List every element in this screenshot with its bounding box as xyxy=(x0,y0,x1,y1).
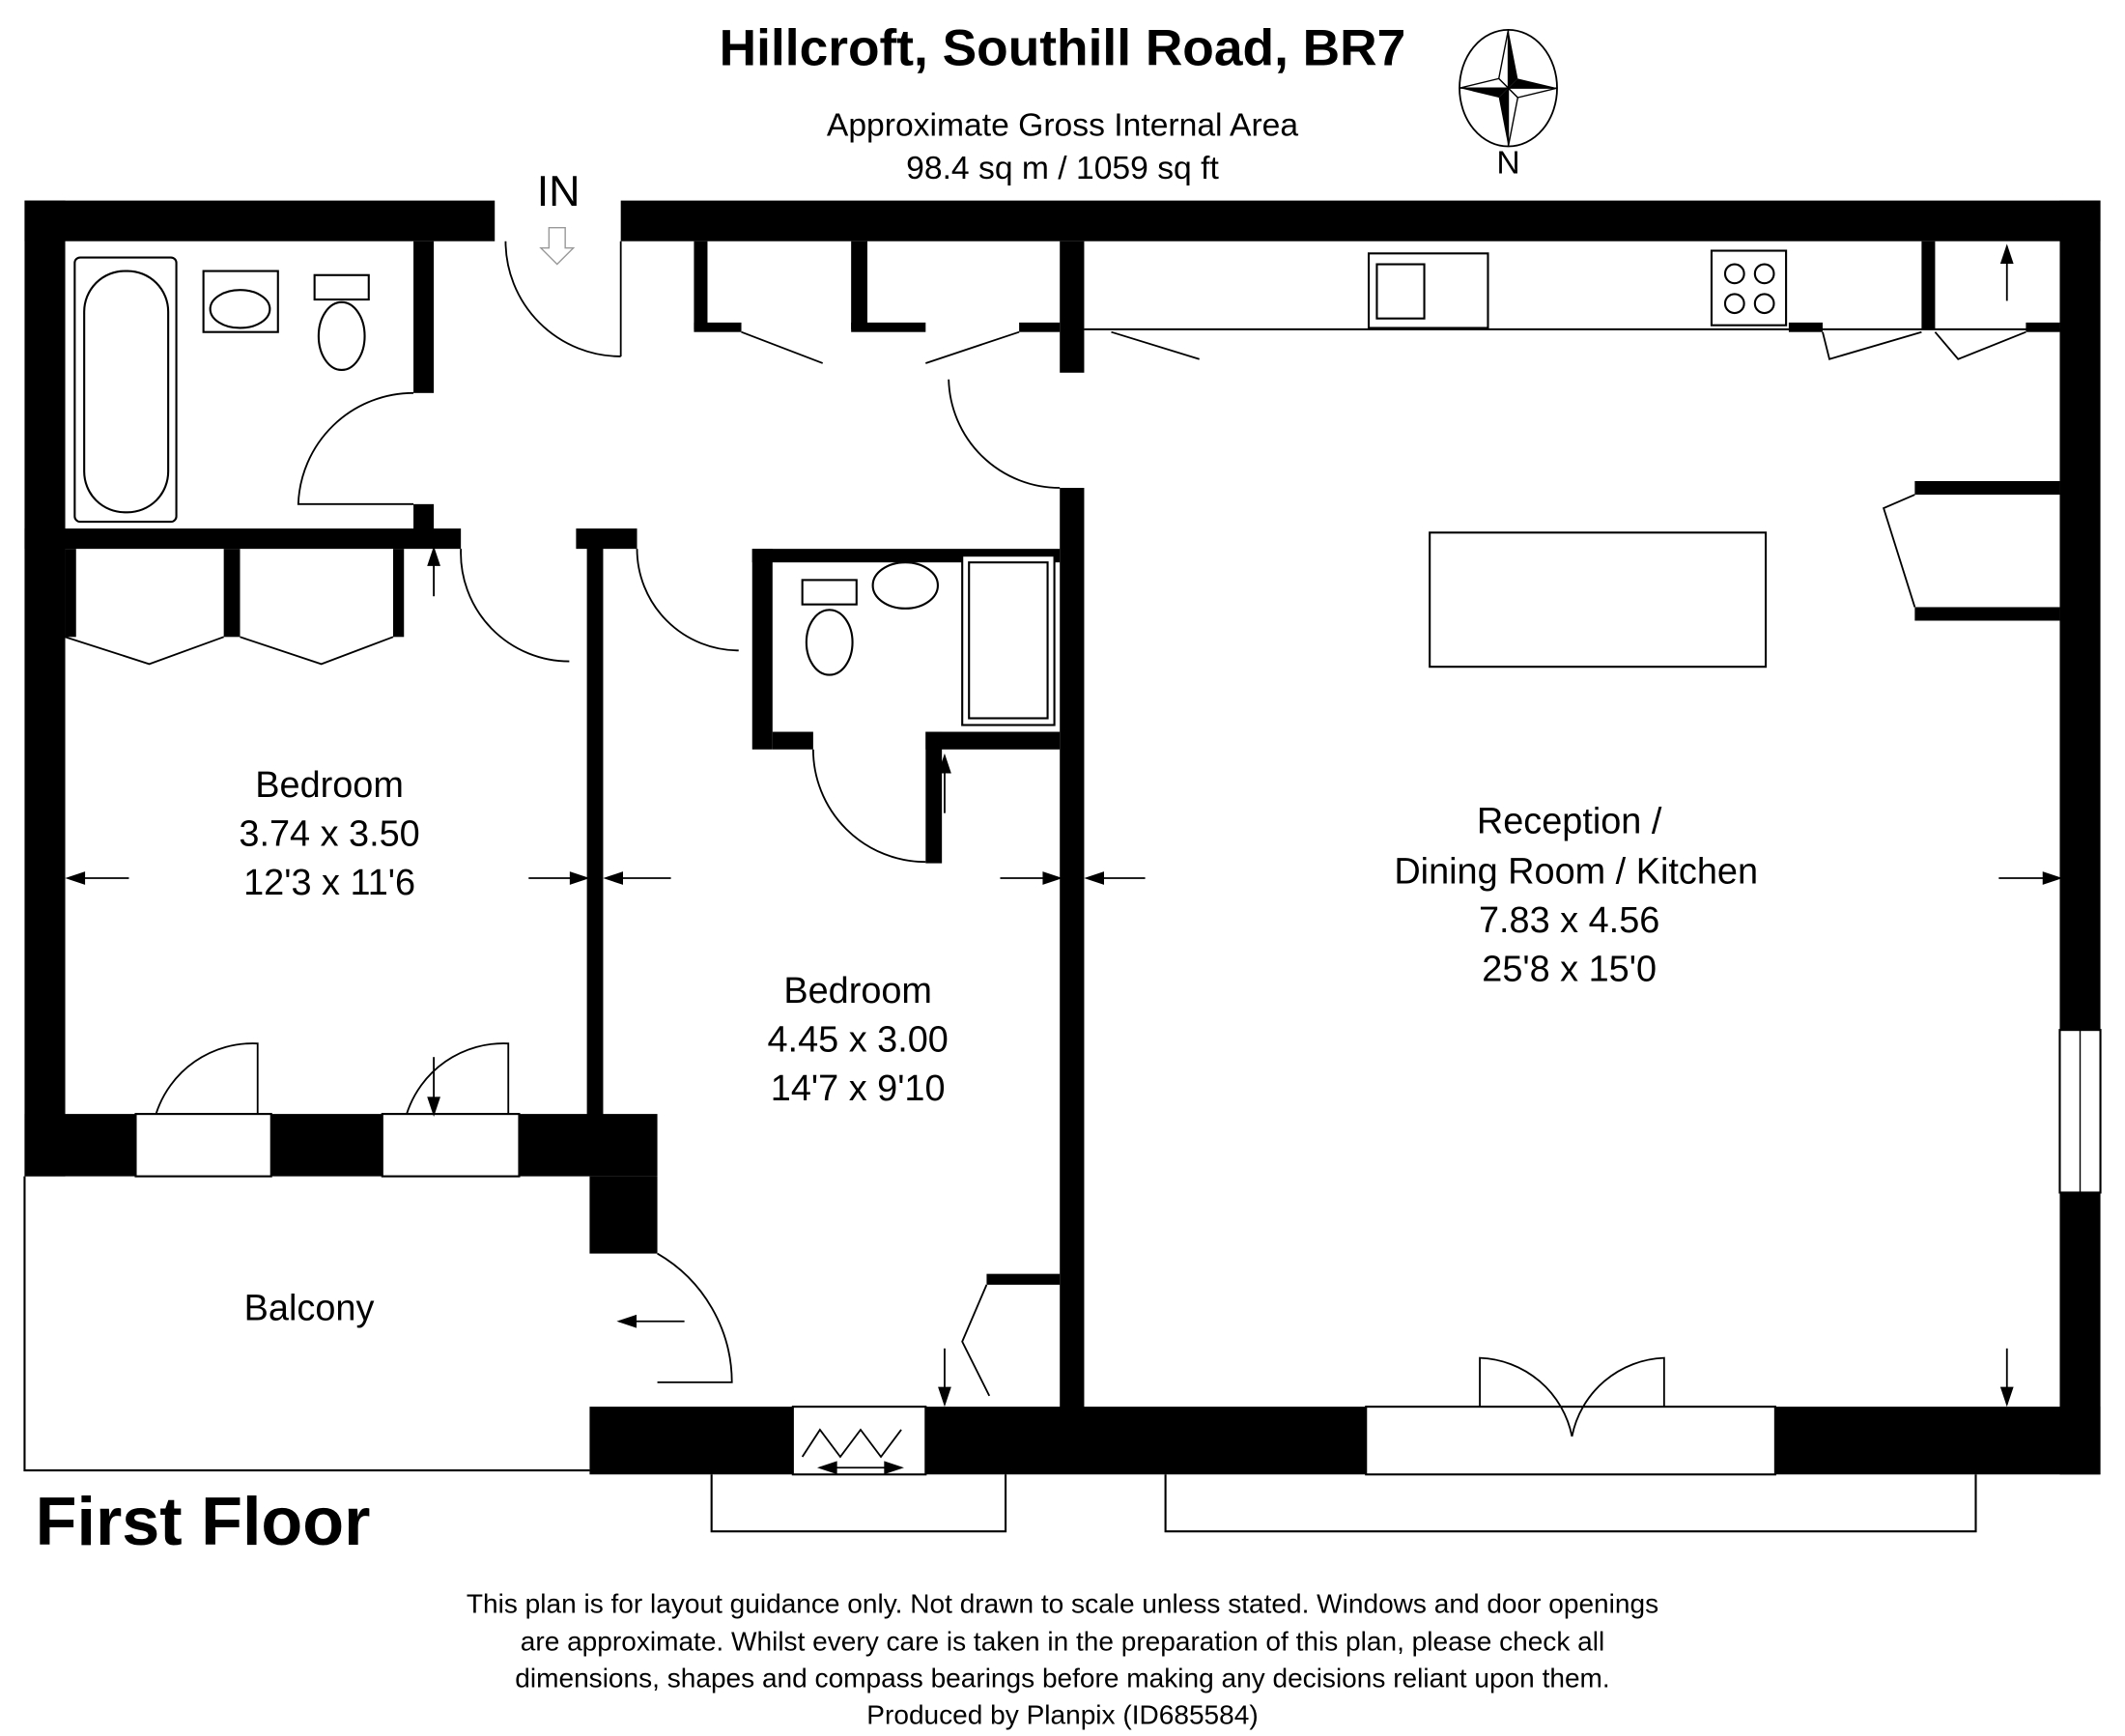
balcony-outline xyxy=(23,1176,590,1472)
kitchen-island xyxy=(1429,531,1768,669)
walls xyxy=(24,200,2101,1475)
room-imperial: 12'3 x 11'6 xyxy=(243,863,415,903)
compass-north-label: N xyxy=(1496,146,1519,182)
room-metric: 7.83 x 4.56 xyxy=(1479,900,1659,941)
dimension-arrows xyxy=(65,243,2063,1475)
room-name-line1: Reception / xyxy=(1477,802,1662,842)
room-imperial: 25'8 x 15'0 xyxy=(1482,950,1657,990)
entrance-label: IN xyxy=(537,166,581,215)
disclaimer-line-2: are approximate. Whilst every care is ta… xyxy=(521,1627,1604,1657)
room-name: Bedroom xyxy=(783,971,932,1011)
disclaimer-line-1: This plan is for layout guidance only. N… xyxy=(467,1588,1658,1618)
bathroom-fixtures xyxy=(73,256,1056,726)
producer-credit: Produced by Planpix (ID685584) xyxy=(866,1699,1258,1729)
room-bedroom-1: Bedroom 3.74 x 3.50 12'3 x 11'6 xyxy=(239,765,419,903)
room-imperial: 14'7 x 9'10 xyxy=(771,1068,946,1109)
entrance-arrow-icon xyxy=(539,226,576,266)
floor-label: First Floor xyxy=(36,1484,371,1559)
property-title: Hillcroft, Southill Road, BR7 xyxy=(720,19,1406,76)
kitchen-fixtures xyxy=(1084,249,2060,669)
room-bedroom-2: Bedroom 4.45 x 3.00 14'7 x 9'10 xyxy=(768,971,949,1109)
entrance-door[interactable] xyxy=(504,241,622,357)
windows xyxy=(134,1029,2102,1533)
disclaimer-line-3: dimensions, shapes and compass bearings … xyxy=(515,1663,1609,1693)
room-reception: Reception / Dining Room / Kitchen 7.83 x… xyxy=(1394,802,1758,990)
area-label: Approximate Gross Internal Area xyxy=(827,107,1299,143)
room-name: Bedroom xyxy=(255,765,404,806)
compass-icon xyxy=(1459,28,1558,148)
room-balcony: Balcony xyxy=(244,1288,375,1328)
room-metric: 3.74 x 3.50 xyxy=(239,813,419,854)
internal-doors[interactable] xyxy=(65,330,2026,1459)
room-metric: 4.45 x 3.00 xyxy=(768,1020,949,1061)
area-value: 98.4 sq m / 1059 sq ft xyxy=(906,151,1219,186)
hob-icon xyxy=(1710,249,1788,327)
room-name-line2: Dining Room / Kitchen xyxy=(1394,852,1758,893)
